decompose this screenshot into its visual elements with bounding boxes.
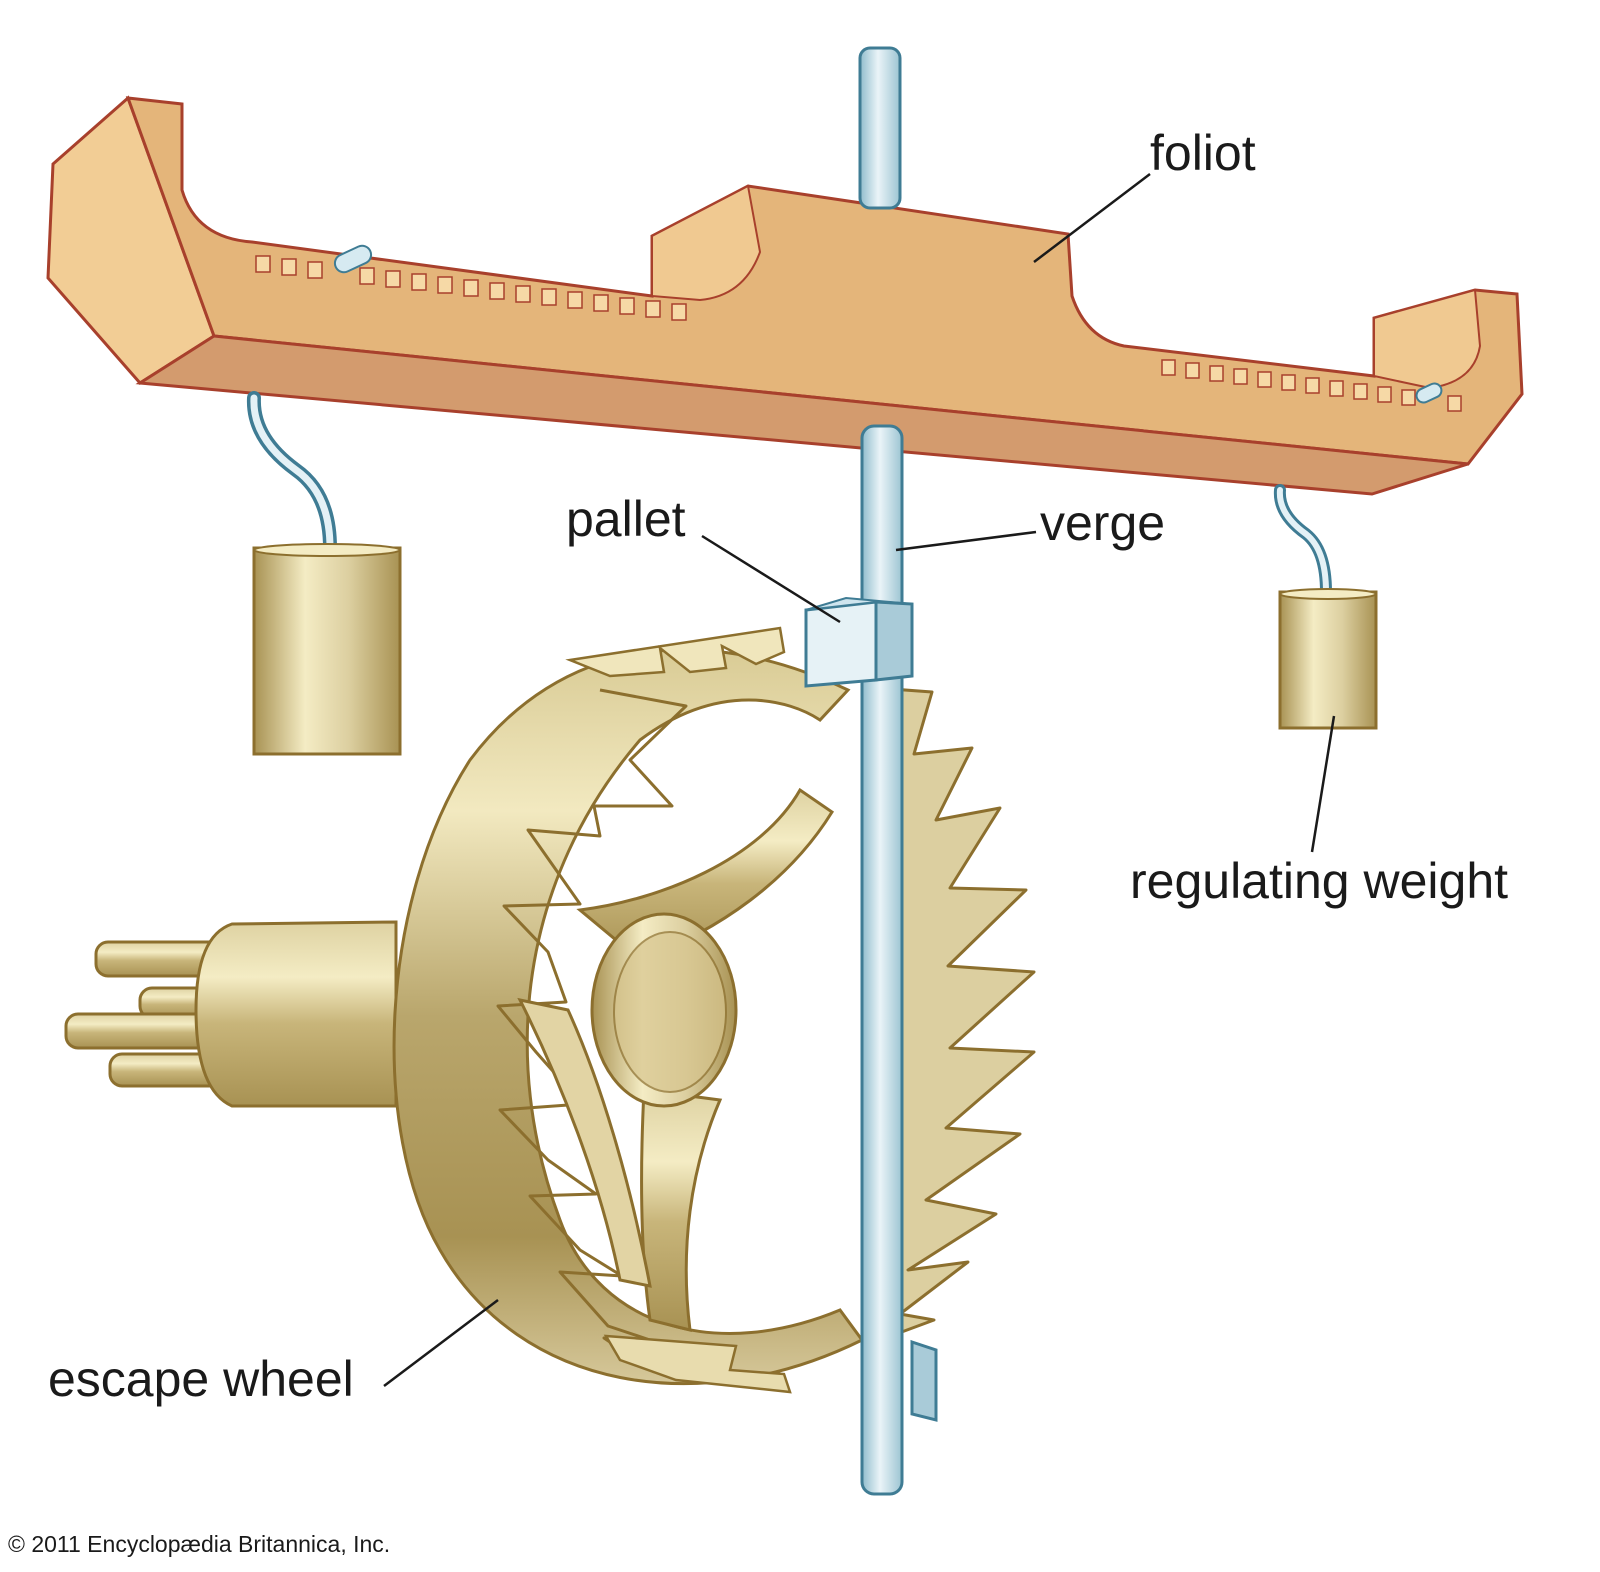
regulating-weight-right	[1273, 484, 1378, 730]
escape-wheel-label: escape wheel	[48, 1351, 354, 1407]
foliot-label: foliot	[1150, 125, 1256, 181]
escape-wheel-leader	[383, 1299, 499, 1387]
foliot-peg-left	[333, 244, 373, 274]
verge-top	[858, 46, 902, 210]
regulating-weight-leader	[1310, 715, 1336, 853]
copyright-notice: © 2011 Encyclopædia Britannica, Inc.	[8, 1531, 390, 1557]
escape-wheel-bottom-teeth	[603, 1334, 792, 1394]
escape-wheel-back-teeth	[876, 686, 1036, 1342]
verge-shaft	[860, 424, 904, 1496]
regulating-weight-label: regulating weight	[1130, 853, 1508, 909]
pallet-leader	[701, 534, 841, 624]
foliot-peg-right	[1415, 382, 1443, 404]
escape-wheel-rim	[392, 648, 865, 1386]
escape-wheel-top-teeth	[565, 626, 786, 678]
foliot-notches-left	[255, 255, 687, 321]
escape-wheel-spoke-left	[517, 997, 652, 1288]
foliot-leader	[1033, 173, 1151, 263]
escape-wheel-spoke-lower	[640, 1088, 723, 1332]
verge-leader	[895, 530, 1037, 552]
foliot-notches-right	[1161, 359, 1462, 412]
pallet-lower	[910, 1339, 938, 1422]
pallet-label: pallet	[566, 491, 686, 547]
escape-wheel-inner-teeth	[496, 688, 688, 1374]
foliot-front-face	[135, 334, 1469, 496]
escape-wheel-axle	[64, 920, 398, 1108]
foliot-bar	[46, 95, 1524, 496]
regulating-weight-left	[246, 391, 402, 756]
verge-label: verge	[1040, 495, 1165, 551]
escape-wheel	[64, 626, 1036, 1394]
pallet-upper	[804, 596, 914, 688]
